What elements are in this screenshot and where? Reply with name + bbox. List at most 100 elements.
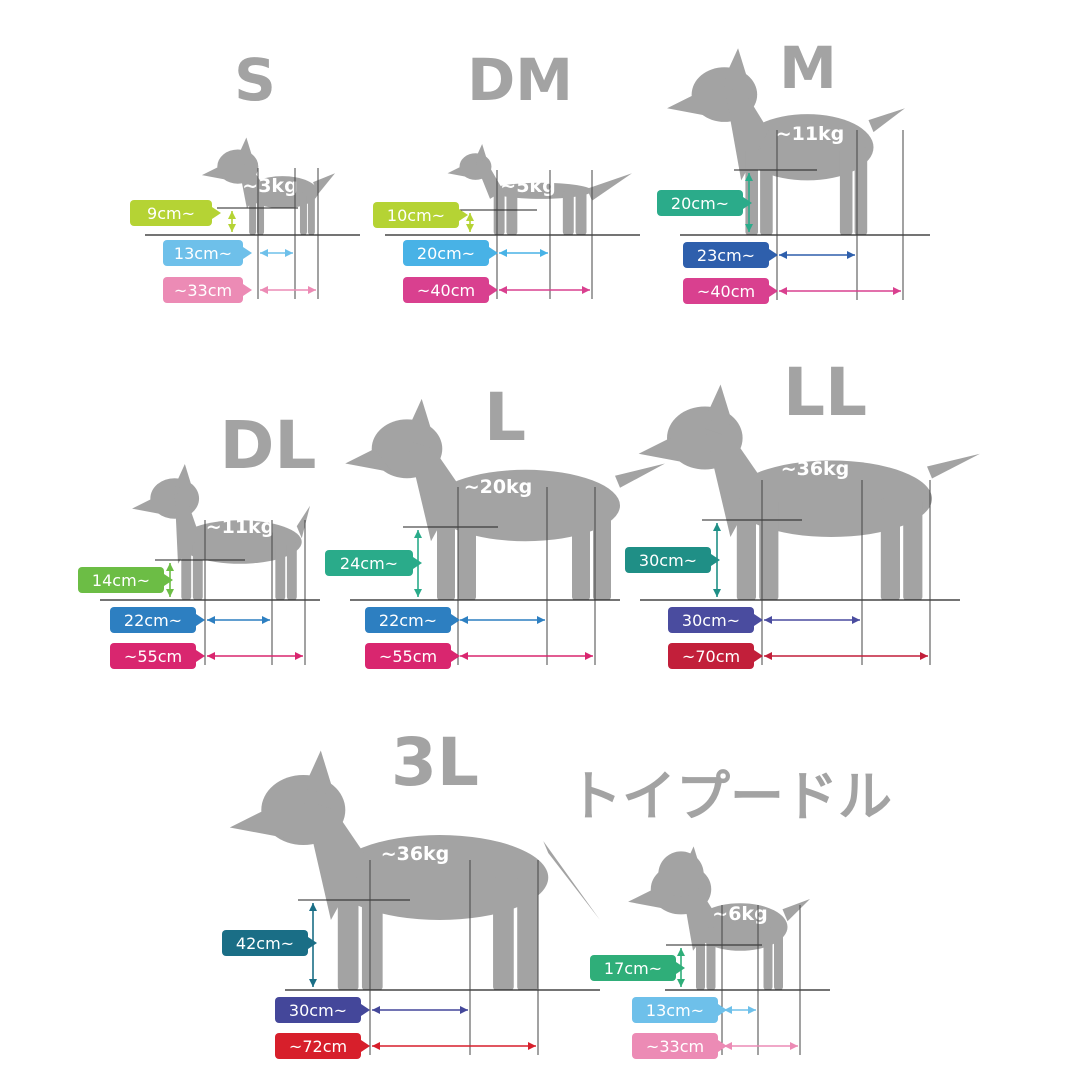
size-title: DM xyxy=(467,46,573,114)
length-arrow-head xyxy=(790,1042,798,1050)
dog-neck xyxy=(704,428,762,537)
length-label-box xyxy=(110,643,196,669)
length-label: ~40cm xyxy=(697,282,755,301)
height-label: 20cm~ xyxy=(671,194,729,213)
width-label: 22cm~ xyxy=(379,611,437,630)
height-arrow-head xyxy=(713,589,721,597)
width-arrow-head xyxy=(724,1006,732,1014)
length-label: ~55cm xyxy=(124,647,182,666)
height-label-box xyxy=(222,930,308,956)
width-label: 13cm~ xyxy=(646,1001,704,1020)
dog-leg xyxy=(458,505,476,600)
width-label-box xyxy=(668,607,754,633)
dog-silhouette xyxy=(229,750,600,990)
dog-muzzle xyxy=(447,166,469,178)
width-label-pointer xyxy=(196,614,205,626)
dog-muzzle xyxy=(667,94,711,117)
dog-leg xyxy=(763,927,773,990)
dog-leg xyxy=(696,927,705,990)
length-arrow-head xyxy=(460,652,468,660)
dog-muzzle xyxy=(132,498,165,515)
dog-neck xyxy=(303,799,366,920)
length-label-pointer xyxy=(718,1040,727,1052)
dog-leg xyxy=(361,877,383,990)
width-label-pointer xyxy=(489,247,498,259)
dog-leg xyxy=(903,498,923,600)
length-label-pointer xyxy=(489,284,498,296)
length-label-pointer xyxy=(243,284,252,296)
length-label: ~33cm xyxy=(646,1037,704,1056)
height-label-pointer xyxy=(743,197,752,209)
dog-leg xyxy=(575,190,587,235)
dog-tail xyxy=(615,463,665,488)
width-arrow-head xyxy=(779,251,787,259)
dog-leg xyxy=(774,927,783,990)
dog-muzzle xyxy=(345,448,393,473)
dog-silhouette xyxy=(201,137,335,235)
dog-leg xyxy=(337,877,359,990)
width-arrow-head xyxy=(764,616,772,624)
weight-label: ~20kg xyxy=(464,476,533,498)
length-label-box xyxy=(275,1033,361,1059)
width-label: 30cm~ xyxy=(682,611,740,630)
dog-muzzle xyxy=(638,438,690,464)
width-label-box xyxy=(163,240,243,266)
width-label-pointer xyxy=(769,249,778,261)
height-label: 17cm~ xyxy=(604,959,662,978)
length-label-pointer xyxy=(451,650,460,662)
width-arrow-head xyxy=(460,616,468,624)
length-arrow-head xyxy=(764,652,772,660)
width-arrow-head xyxy=(207,616,215,624)
width-label-pointer xyxy=(451,614,460,626)
dog-silhouette xyxy=(638,384,980,600)
length-arrow-head xyxy=(582,286,590,294)
height-label-pointer xyxy=(676,962,685,974)
dog-leg xyxy=(493,190,505,235)
height-arrow-head xyxy=(309,979,317,987)
height-arrow-head xyxy=(677,948,685,956)
dog-tail xyxy=(313,173,335,195)
height-arrow-head xyxy=(745,224,753,232)
dog-ear xyxy=(174,463,193,491)
weight-label: ~36kg xyxy=(381,843,450,865)
height-arrow-head xyxy=(228,211,236,219)
width-arrow-head xyxy=(748,1006,756,1014)
width-label: 22cm~ xyxy=(124,611,182,630)
height-label: 30cm~ xyxy=(639,551,697,570)
dog-leg xyxy=(307,192,315,235)
dog-leg xyxy=(493,877,514,990)
length-arrow-head xyxy=(207,652,215,660)
weight-label: ~36kg xyxy=(781,458,850,480)
dog-silhouette xyxy=(628,846,810,990)
dog-ear xyxy=(303,750,335,796)
width-arrow-head xyxy=(260,249,268,257)
width-label: 20cm~ xyxy=(417,244,475,263)
length-label-box xyxy=(683,278,769,304)
dog-tail xyxy=(927,453,980,479)
height-label-pointer xyxy=(459,209,468,221)
length-arrow-head xyxy=(585,652,593,660)
dog-muzzle xyxy=(229,810,286,838)
dog-leg xyxy=(593,505,611,600)
width-arrow-head xyxy=(852,616,860,624)
dog-leg xyxy=(839,147,853,235)
dog-leg xyxy=(437,505,455,600)
dog-body xyxy=(178,520,302,564)
dog-leg xyxy=(854,147,868,235)
height-label: 42cm~ xyxy=(236,934,294,953)
height-label-box xyxy=(657,190,743,216)
dog-ear xyxy=(724,48,749,84)
height-arrow-head xyxy=(713,523,721,531)
dog-silhouette xyxy=(345,398,665,600)
dog-leg xyxy=(706,927,716,990)
dog-muzzle xyxy=(201,166,230,181)
width-label-box xyxy=(275,997,361,1023)
length-label-box xyxy=(163,277,243,303)
height-label: 9cm~ xyxy=(147,204,195,223)
width-label-pointer xyxy=(718,1004,727,1016)
